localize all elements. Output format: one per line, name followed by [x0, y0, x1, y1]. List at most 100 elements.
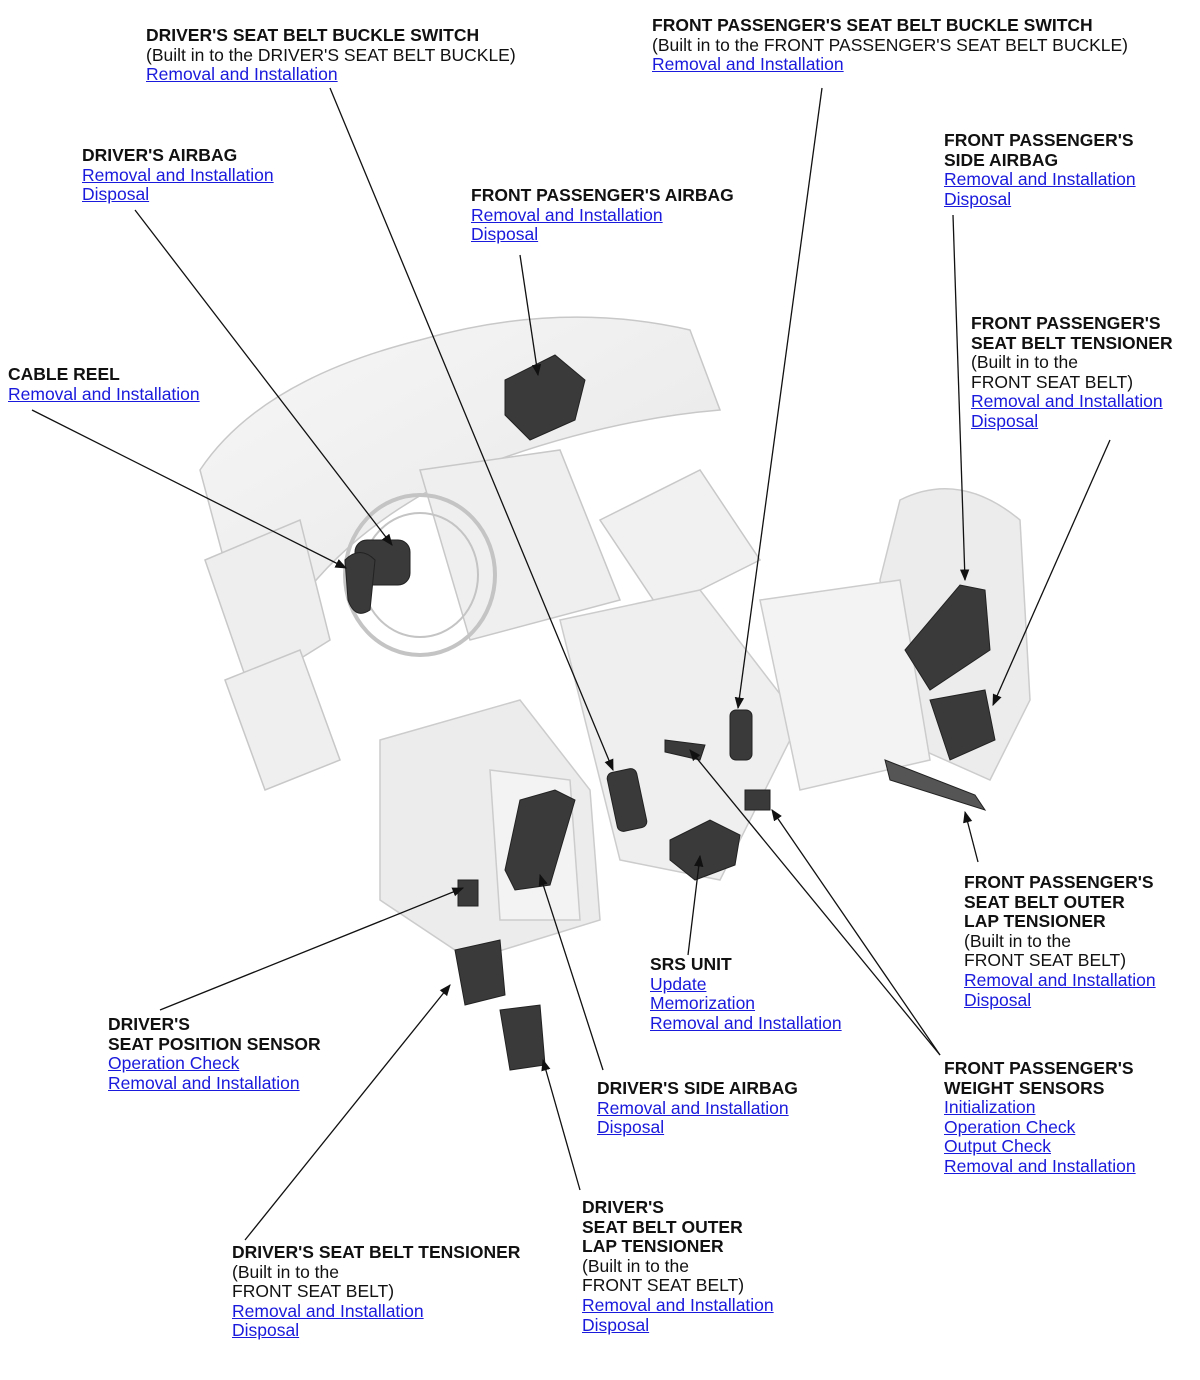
removal-installation-link[interactable]: Removal and Installation — [232, 1300, 424, 1321]
leader-drv-airbag — [134, 209, 393, 546]
callout-note-line-1: (Built in to the — [964, 930, 1071, 951]
driver-tensioner-component — [454, 939, 506, 1006]
operation-check-link[interactable]: Operation Check — [108, 1053, 240, 1074]
output-check-link[interactable]: Output Check — [944, 1136, 1051, 1157]
removal-installation-link[interactable]: Removal and Installation — [964, 969, 1156, 990]
removal-installation-link[interactable]: Removal and Installation — [944, 169, 1136, 190]
callout-note-line-1: (Built in to the — [232, 1261, 339, 1282]
leader-drv-pos — [159, 887, 465, 1011]
callout-title-line-1: FRONT PASSENGER'S — [944, 130, 1134, 150]
leader-drv-tensioner — [244, 984, 451, 1241]
callout-note-line-2: FRONT SEAT BELT) — [232, 1281, 395, 1302]
callout-title-line-2: SEAT BELT OUTER — [964, 891, 1125, 912]
callout-title-line-2: SEAT POSITION SENSOR — [108, 1033, 321, 1054]
leader-drv-lap — [541, 1058, 581, 1191]
callout-title: DRIVER'S SIDE AIRBAG — [597, 1078, 798, 1098]
disposal-link[interactable]: Disposal — [971, 410, 1039, 431]
driver-lap-tensioner-component — [499, 1004, 546, 1071]
passenger-weight-sensor-inner — [744, 789, 771, 811]
callout-front-passenger-seat-belt-tensioner: FRONT PASSENGER'S SEAT BELT TENSIONER (B… — [971, 313, 1173, 432]
callout-note-line-1: (Built in to the — [971, 352, 1078, 373]
removal-installation-link[interactable]: Removal and Installation — [650, 1012, 842, 1033]
callout-title-line-3: LAP TENSIONER — [964, 911, 1106, 932]
callout-title-line-2: SEAT BELT OUTER — [582, 1216, 743, 1237]
callout-front-passenger-side-airbag: FRONT PASSENGER'S SIDE AIRBAG Removal an… — [944, 130, 1136, 209]
disposal-link[interactable]: Disposal — [82, 184, 150, 205]
callout-driver-seat-belt-tensioner: DRIVER'S SEAT BELT TENSIONER (Built in t… — [232, 1242, 521, 1341]
callout-note: (Built in to the FRONT PASSENGER'S SEAT … — [652, 34, 1128, 55]
leader-drv-side-airbag — [538, 873, 604, 1071]
leader-fp-buckle — [734, 87, 823, 710]
removal-installation-link[interactable]: Removal and Installation — [652, 54, 844, 75]
callout-title-line-2: WEIGHT SENSORS — [944, 1077, 1105, 1098]
leader-cable-reel — [31, 409, 348, 569]
callout-driver-seat-belt-buckle-switch: DRIVER'S SEAT BELT BUCKLE SWITCH (Built … — [146, 25, 516, 85]
callout-title: FRONT PASSENGER'S AIRBAG — [471, 185, 734, 205]
removal-installation-link[interactable]: Removal and Installation — [8, 383, 200, 404]
leader-lines — [31, 87, 1111, 1241]
callout-title: DRIVER'S AIRBAG — [82, 145, 238, 165]
leader-fp-side-airbag — [952, 214, 970, 582]
callout-title-line-1: DRIVER'S — [582, 1197, 664, 1217]
driver-side-airbag-module — [504, 789, 576, 891]
initialization-link[interactable]: Initialization — [944, 1097, 1036, 1118]
callout-note-line-1: (Built in to the — [582, 1255, 689, 1276]
callout-front-passenger-airbag: FRONT PASSENGER'S AIRBAG Removal and Ins… — [471, 185, 734, 245]
callout-driver-airbag: DRIVER'S AIRBAG Removal and Installation… — [82, 145, 274, 205]
passenger-weight-sensor — [884, 759, 987, 811]
operation-check-link[interactable]: Operation Check — [944, 1116, 1076, 1137]
callout-front-passenger-weight-sensors: FRONT PASSENGER'S WEIGHT SENSORS Initial… — [944, 1058, 1136, 1177]
callout-title: CABLE REEL — [8, 364, 120, 384]
callout-title-line-1: FRONT PASSENGER'S — [964, 872, 1154, 892]
callout-title: DRIVER'S SEAT BELT TENSIONER — [232, 1242, 521, 1262]
removal-installation-link[interactable]: Removal and Installation — [146, 64, 338, 85]
srs-unit-component — [669, 819, 741, 881]
callout-driver-side-airbag: DRIVER'S SIDE AIRBAG Removal and Install… — [597, 1078, 798, 1138]
leader-drv-buckle — [329, 87, 614, 772]
callout-front-passenger-outer-lap-tensioner: FRONT PASSENGER'S SEAT BELT OUTER LAP TE… — [964, 872, 1156, 1010]
leader-fp-weight-a — [689, 749, 941, 1056]
disposal-link[interactable]: Disposal — [597, 1117, 665, 1138]
callout-srs-unit: SRS UNIT Update Memorization Removal and… — [650, 954, 842, 1033]
removal-installation-link[interactable]: Removal and Installation — [597, 1097, 789, 1118]
memorization-link[interactable]: Memorization — [650, 993, 756, 1014]
removal-installation-link[interactable]: Removal and Installation — [108, 1072, 300, 1093]
removal-installation-link[interactable]: Removal and Installation — [971, 391, 1163, 412]
callout-title-line-2: SEAT BELT TENSIONER — [971, 332, 1173, 353]
callout-note: (Built in to the DRIVER'S SEAT BELT BUCK… — [146, 44, 516, 65]
driver-seat — [379, 699, 601, 961]
front-passenger-airbag-module — [504, 354, 586, 441]
callout-title-line-1: DRIVER'S — [108, 1014, 190, 1034]
callout-title-line-1: FRONT PASSENGER'S — [944, 1058, 1134, 1078]
removal-installation-link[interactable]: Removal and Installation — [471, 204, 663, 225]
srs-components — [344, 354, 996, 1071]
removal-installation-link[interactable]: Removal and Installation — [82, 164, 274, 185]
passenger-side-airbag-module — [904, 584, 991, 691]
callout-driver-seat-position-sensor: DRIVER'S SEAT POSITION SENSOR Operation … — [108, 1014, 321, 1093]
removal-installation-link[interactable]: Removal and Installation — [582, 1294, 774, 1315]
removal-installation-link[interactable]: Removal and Installation — [944, 1155, 1136, 1176]
callout-title-line-1: FRONT PASSENGER'S — [971, 313, 1161, 333]
driver-buckle-component — [606, 768, 648, 832]
callout-title: FRONT PASSENGER'S SEAT BELT BUCKLE SWITC… — [652, 15, 1093, 35]
update-link[interactable]: Update — [650, 973, 707, 994]
callout-cable-reel: CABLE REEL Removal and Installation — [8, 364, 200, 404]
leader-fp-lap — [963, 810, 979, 863]
callout-front-passenger-seat-belt-buckle-switch: FRONT PASSENGER'S SEAT BELT BUCKLE SWITC… — [652, 15, 1128, 75]
disposal-link[interactable]: Disposal — [964, 989, 1032, 1010]
disposal-link[interactable]: Disposal — [944, 188, 1012, 209]
passenger-buckle-component — [729, 709, 753, 761]
callout-driver-outer-lap-tensioner: DRIVER'S SEAT BELT OUTER LAP TENSIONER (… — [582, 1197, 774, 1335]
disposal-link[interactable]: Disposal — [232, 1320, 300, 1341]
leader-fp-weight-b — [771, 809, 941, 1056]
callout-title: SRS UNIT — [650, 954, 732, 974]
callout-note-line-2: FRONT SEAT BELT) — [582, 1275, 745, 1296]
callout-note-line-2: FRONT SEAT BELT) — [971, 371, 1134, 392]
passenger-tensioner-component — [929, 689, 996, 761]
cable-reel-component — [344, 552, 376, 614]
disposal-link[interactable]: Disposal — [582, 1314, 650, 1335]
leader-fp-airbag — [519, 254, 542, 377]
disposal-link[interactable]: Disposal — [471, 224, 539, 245]
leader-fp-tensioner — [992, 439, 1111, 707]
